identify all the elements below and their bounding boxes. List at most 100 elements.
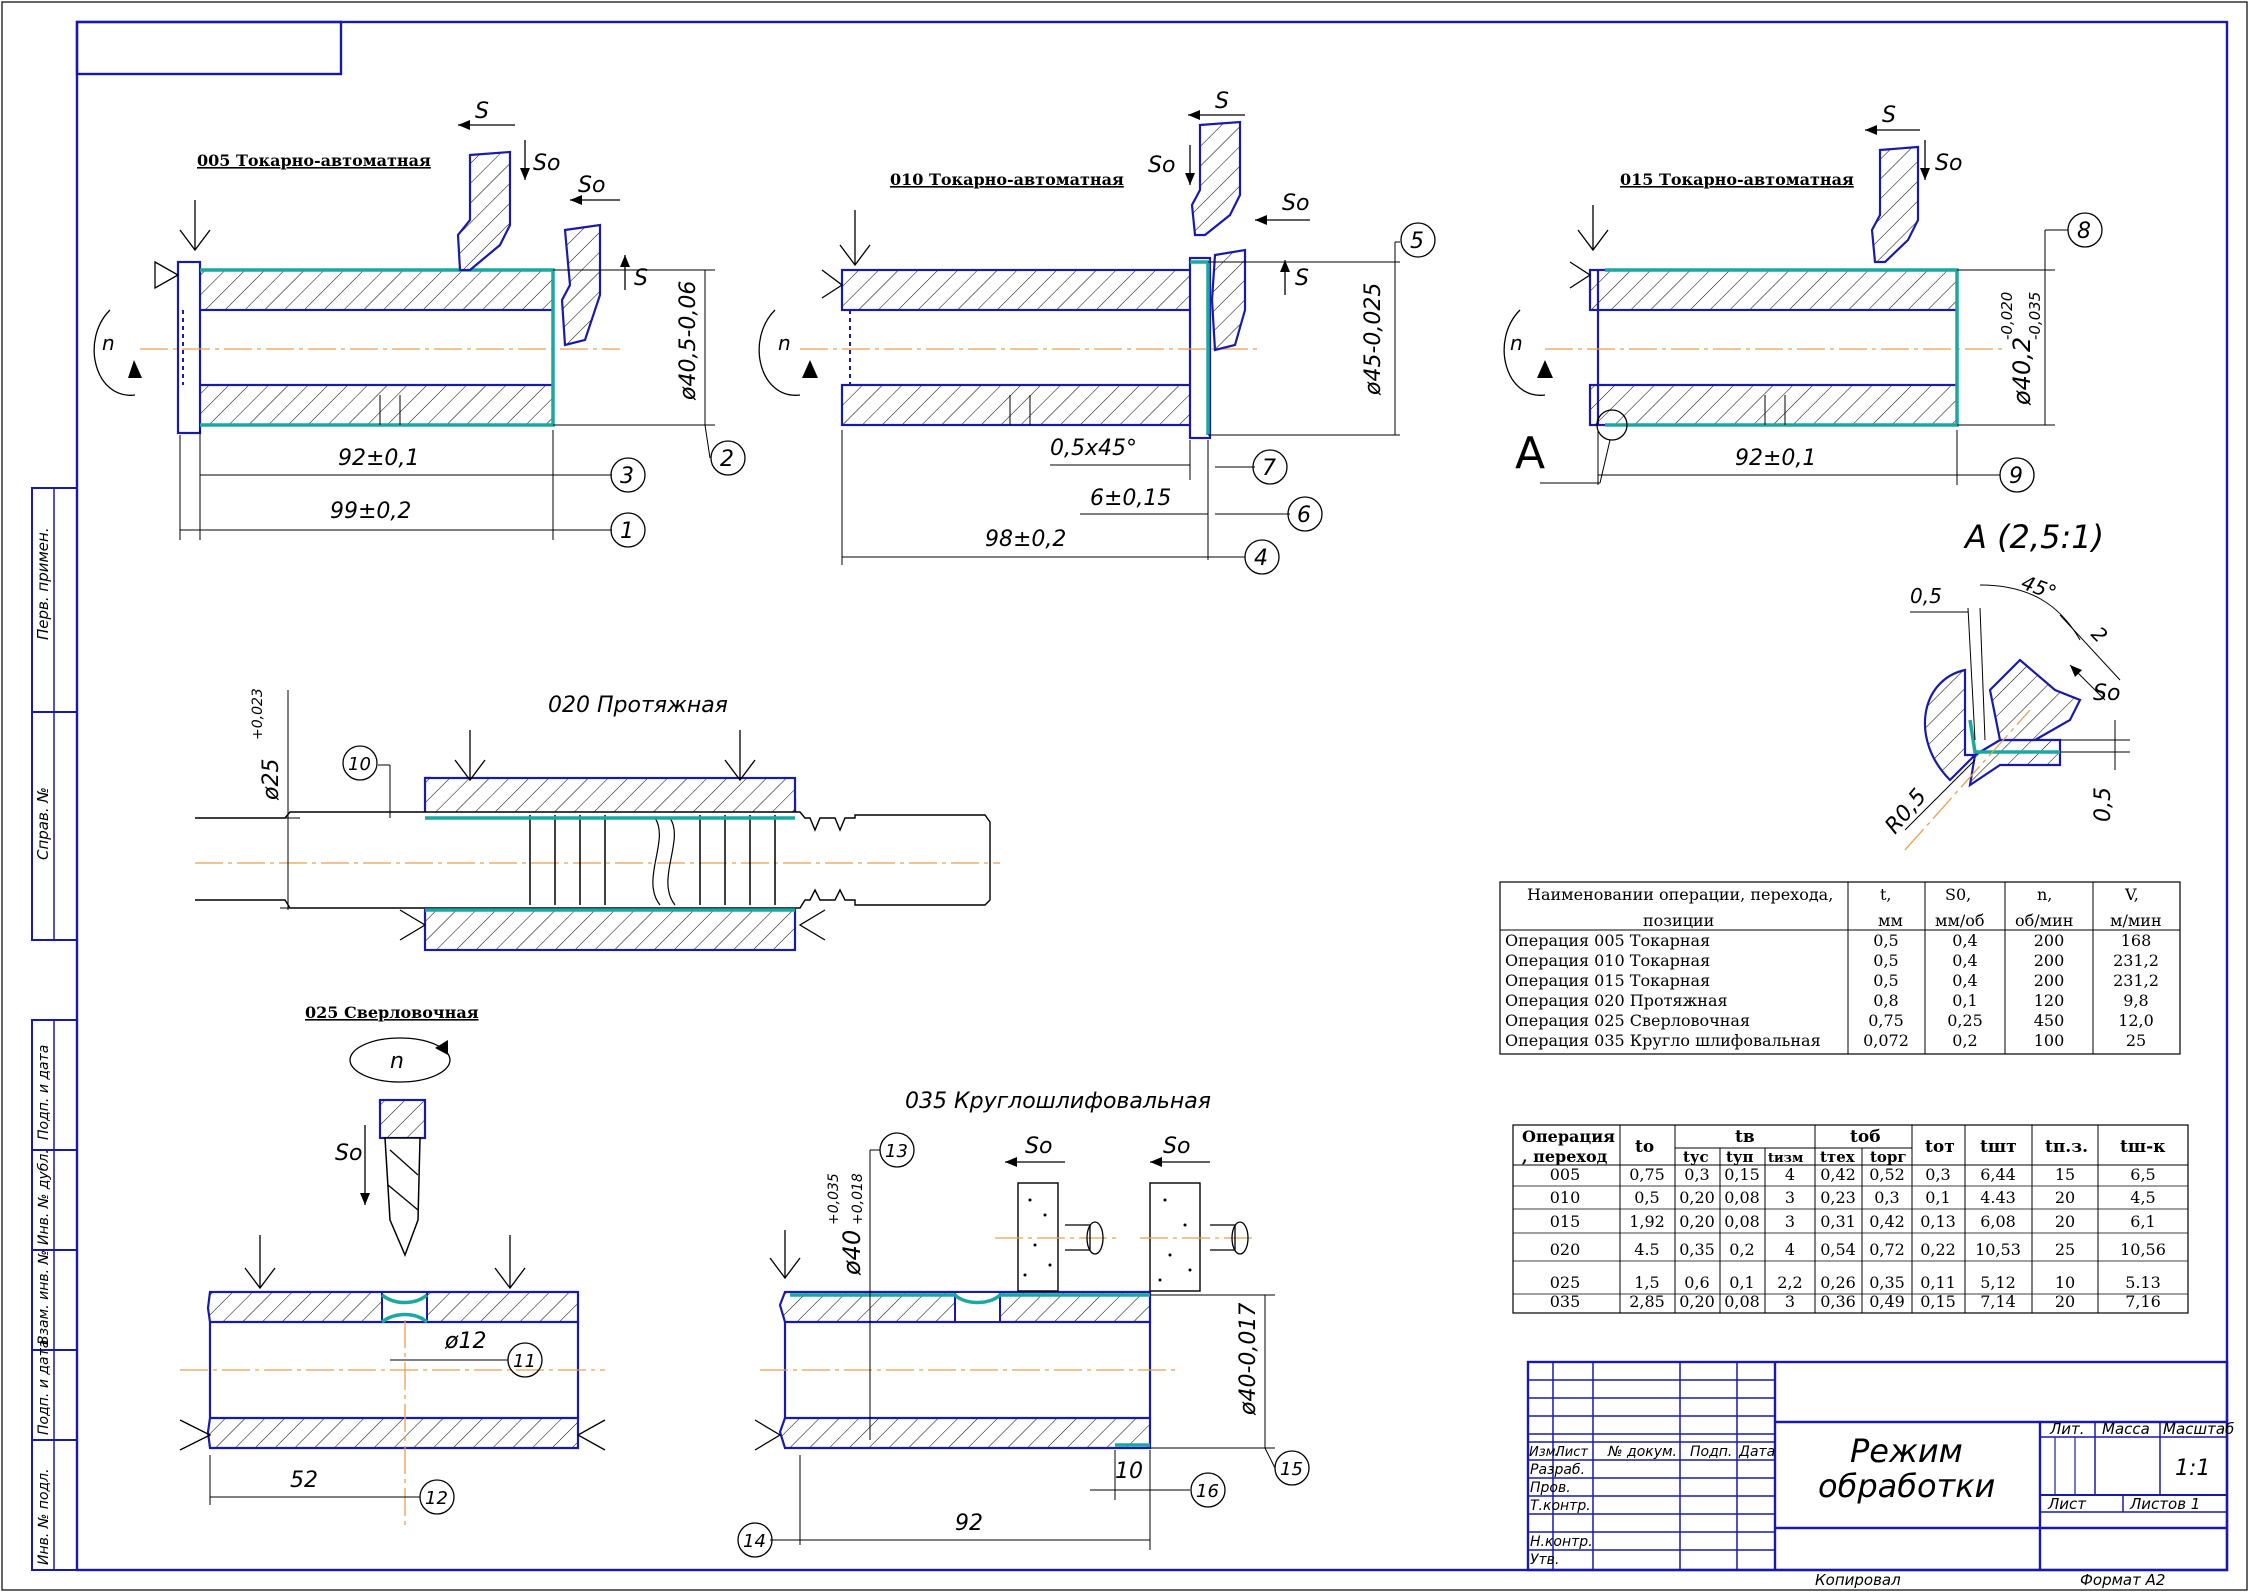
t2-cell: 6,08 (1980, 1212, 2016, 1231)
t2-cell: 4 (1785, 1240, 1795, 1259)
top-left-box (75, 20, 343, 76)
detailA-label: 0,5 (2091, 787, 2116, 822)
t2-cell: 0,15 (1724, 1165, 1760, 1184)
t2-cell: 0,3 (1874, 1188, 1899, 1207)
t2-cell: 1,5 (1634, 1273, 1659, 1292)
t2-header: Операция (1522, 1127, 1615, 1146)
t1-cell: 0,2 (1952, 1031, 1977, 1050)
tb-row: Н.контр. (1530, 1534, 1593, 1550)
tb-col: Подп. (1690, 1444, 1732, 1460)
tb-col: Изм. (1529, 1445, 1560, 1460)
t1-header: мм (1878, 911, 1903, 930)
t2-cell: 0,49 (1869, 1292, 1905, 1311)
t2-cell: 0,5 (1634, 1188, 1659, 1207)
t1-cell: 100 (2034, 1031, 2065, 1050)
t2-cell: 0,42 (1869, 1212, 1905, 1231)
op010-dim: 98±0,2 (985, 527, 1066, 552)
t2-cell: 6,5 (2130, 1165, 2155, 1184)
strip-label: Инв. № подл. (36, 1468, 52, 1565)
t2-cell: 0,22 (1920, 1240, 1956, 1259)
t1-header: об/мин (2015, 911, 2073, 930)
t1-cell: 0,25 (1947, 1011, 1983, 1030)
op010-feed: So (1148, 153, 1175, 178)
op015-mark: 8 (2077, 219, 2091, 244)
op035-dim: 92 (955, 1511, 983, 1536)
t2-cell: 0,08 (1724, 1188, 1760, 1207)
t2-cell: 005 (1550, 1165, 1581, 1184)
strip-label: Взам. инв. № (36, 1250, 52, 1345)
op010-feed: S (1295, 266, 1309, 291)
t1-cell: 25 (2126, 1031, 2146, 1050)
t1-cell: 0,5 (1873, 951, 1898, 970)
t2-cell: 010 (1550, 1188, 1581, 1207)
t1-header: позиции (1643, 911, 1714, 930)
t1-header: мм/об (1935, 911, 1985, 930)
op025-feed: So (335, 1141, 362, 1166)
op025-mark: 11 (513, 1351, 536, 1372)
t1-header: n, (2037, 885, 2052, 904)
op035-mark: 15 (1280, 1459, 1303, 1480)
op005-mark: 1 (620, 519, 634, 544)
t1-cell: 0,8 (1873, 991, 1898, 1010)
op025-mark: 12 (425, 1488, 448, 1509)
t2-cell: 10 (2055, 1273, 2075, 1292)
t1-cell: Операция 010 Токарная (1505, 951, 1710, 970)
op010-feed: So (1282, 191, 1309, 216)
t1-cell: Операция 015 Токарная (1505, 971, 1710, 990)
op010-mark: 6 (1297, 503, 1311, 528)
tb-row: Разраб. (1530, 1462, 1585, 1478)
op020-tol: +0,023 (250, 688, 266, 740)
t2-cell: 7,16 (2125, 1292, 2161, 1311)
t2-cell: 0,1 (1729, 1273, 1754, 1292)
op015-wall-top (1588, 268, 1959, 312)
t2-cell: 5,12 (1980, 1273, 2016, 1292)
op015-tol-dn: -0,035 (2026, 292, 2044, 340)
t2-cell: 1,92 (1629, 1212, 1665, 1231)
strip-label: Подп. и дата (36, 1045, 52, 1140)
t2-cell: 2,2 (1777, 1273, 1802, 1292)
tb-col: Лист (1554, 1445, 1588, 1460)
t2-cell: 0,3 (1684, 1165, 1709, 1184)
operation-035: 035 Круглошлифовальная So So 13 ø40 +0,0… (737, 1089, 1310, 1558)
op035-mark: 16 (1196, 1481, 1219, 1502)
table-cutting-modes: Наименовании операции, перехода, позиции… (1499, 881, 2181, 1055)
t2-header: tшт (1980, 1137, 2017, 1157)
t2-cell: 0,1 (1925, 1188, 1950, 1207)
op035-diam1: ø40 (838, 1230, 866, 1276)
tb-copied: Копировал (1815, 1571, 1901, 1589)
t2-cell: 2,85 (1629, 1292, 1665, 1311)
op005-feed: S (634, 266, 648, 291)
t2-cell: 10,56 (2120, 1240, 2166, 1259)
op010-title: 010 Токарно-автоматная (890, 170, 1124, 189)
op005-feed: S (475, 99, 489, 124)
operation-015: 015 Токарно-автоматная n S So ø40,2 -0,0… (1503, 103, 2103, 493)
operation-020: 020 Протяжная ø25 +0,023 10 (195, 688, 1000, 952)
t2-cell: 0,35 (1679, 1240, 1715, 1259)
t1-cell: 231,2 (2113, 971, 2159, 990)
detailA-title: A (2,5:1) (1963, 518, 2104, 556)
op010-diam: ø45-0,025 (1361, 283, 1386, 396)
op005-wall-bottom (183, 383, 555, 427)
operation-005: 005 Токарно-автоматная n S So So S ø40,5… (93, 99, 746, 548)
op025-dim: 52 (290, 1468, 318, 1493)
op010-rot: n (778, 331, 791, 355)
op035-feed: So (1025, 1134, 1052, 1159)
t2-cell: 0,52 (1869, 1165, 1905, 1184)
t2-header: tп.з. (2045, 1137, 2088, 1157)
t2-cell: 0,35 (1869, 1273, 1905, 1292)
detailA-label: R0,5 (1880, 784, 1931, 839)
detailA-label: So (2093, 681, 2120, 706)
t2-cell: 0,72 (1869, 1240, 1905, 1259)
op010-wall-bottom (840, 383, 1209, 427)
t2-cell: 0,36 (1820, 1292, 1856, 1311)
t1-cell: 450 (2034, 1011, 2065, 1030)
op035-diam2: ø40-0,017 (1236, 1303, 1261, 1416)
left-strip: Перв. примен. Справ. № Подп. и дата Инв.… (31, 487, 78, 1571)
t2-cell: 020 (1550, 1240, 1581, 1259)
t2-cell: 0,08 (1724, 1212, 1760, 1231)
tb-row: Утв. (1530, 1552, 1559, 1568)
op025-rot: n (390, 1049, 404, 1074)
tb-col: Дата (1738, 1444, 1775, 1460)
